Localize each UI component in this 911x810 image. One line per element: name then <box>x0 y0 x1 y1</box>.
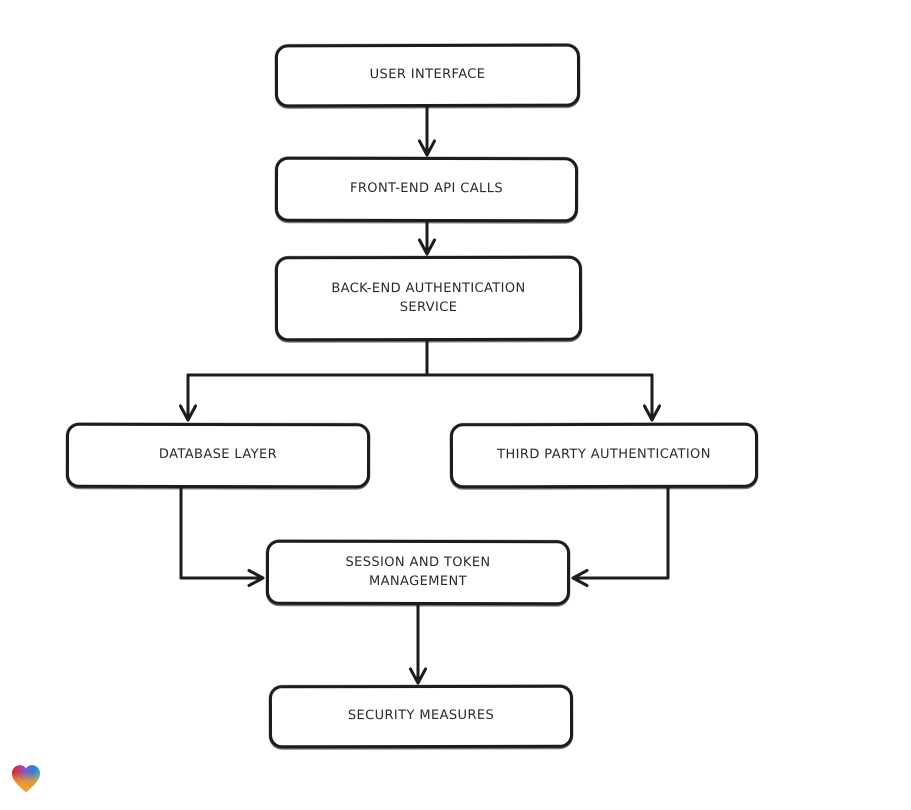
node-session-and-token-management[interactable]: SESSION AND TOKEN MANAGEMENT <box>265 539 571 606</box>
node-label: SESSION AND TOKEN MANAGEMENT <box>345 554 491 589</box>
arrowhead-down-icon <box>418 139 436 157</box>
arrowhead-down-icon <box>418 238 436 256</box>
arrowhead-left-icon <box>571 569 589 587</box>
node-label: THIRD PARTY AUTHENTICATION <box>497 446 711 463</box>
node-third-party-authentication[interactable]: THIRD PARTY AUTHENTICATION <box>449 422 759 489</box>
heart-icon <box>11 765 41 793</box>
node-label: BACK-END AUTHENTICATION SERVICE <box>331 280 526 315</box>
node-label: SECURITY MEASURES <box>347 707 495 724</box>
node-label: FRONT-END API CALLS <box>349 180 504 197</box>
node-label: DATABASE LAYER <box>158 446 278 463</box>
node-user-interface[interactable]: USER INTERFACE <box>274 43 581 108</box>
arrowhead-down-icon <box>643 404 661 422</box>
node-security-measures[interactable]: SECURITY MEASURES <box>268 684 574 749</box>
heart-logo <box>9 762 43 796</box>
edge-backend-branch <box>186 339 654 377</box>
arrowhead-down-icon <box>409 667 427 685</box>
arrowhead-down-icon <box>179 404 197 422</box>
node-back-end-authentication-service[interactable]: BACK-END AUTHENTICATION SERVICE <box>274 255 583 342</box>
node-database-layer[interactable]: DATABASE LAYER <box>65 422 371 489</box>
edge-database-to-session <box>179 486 263 580</box>
arrowhead-right-icon <box>247 569 265 587</box>
node-label: USER INTERFACE <box>369 66 486 83</box>
node-front-end-api-calls[interactable]: FRONT-END API CALLS <box>274 156 579 223</box>
edge-thirdparty-to-session <box>573 486 670 580</box>
